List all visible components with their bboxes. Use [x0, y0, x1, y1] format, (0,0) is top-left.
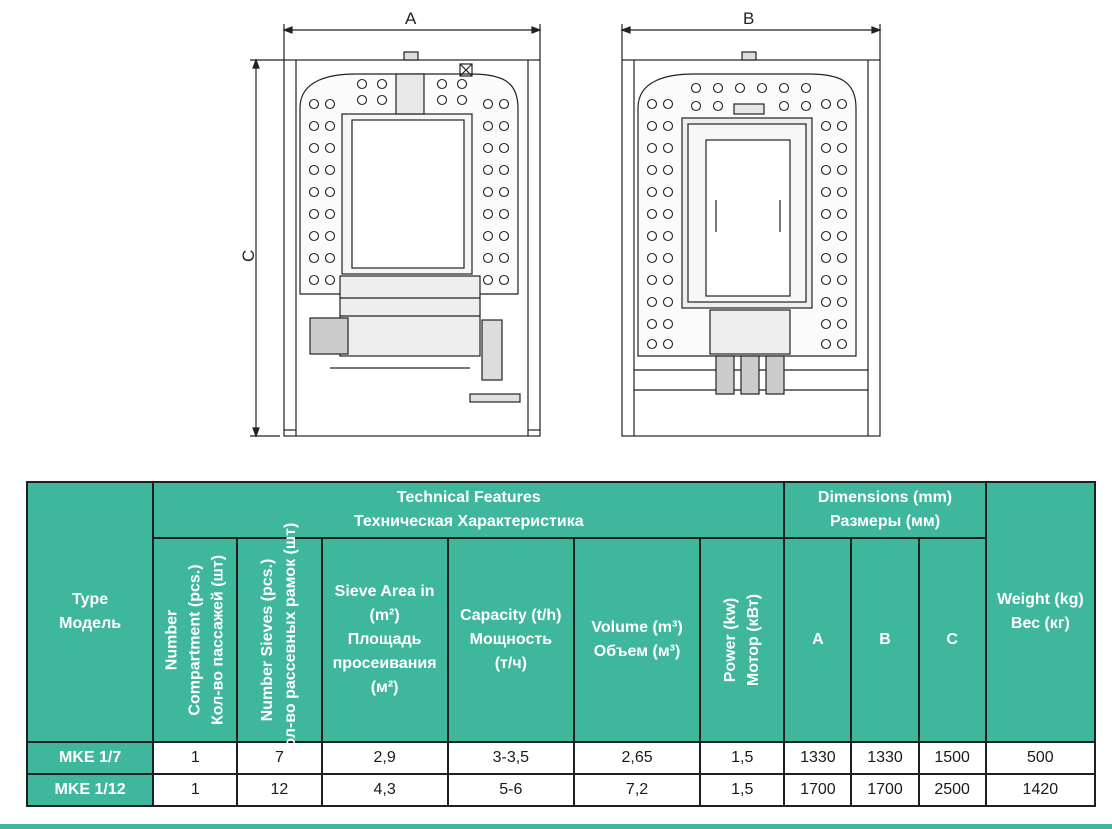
volume-cell: 7,2 [572, 773, 702, 807]
volume-header: Volume (m³) Объем (м³) [572, 537, 702, 743]
dimension-b-header: B [850, 537, 920, 743]
sieves-header: Number Sieves (pcs.) Кол-во рассевных ра… [236, 523, 323, 757]
compartment-cell: 1 [152, 773, 239, 807]
dimension-a-cell: 1700 [783, 773, 853, 807]
front-view [283, 51, 541, 437]
bottom-accent-bar [0, 824, 1112, 829]
model-cell: MKE 1/12 [25, 773, 155, 807]
dimension-a-cell: 1330 [783, 741, 853, 775]
technical-spec-table: Type Модель Technical Features Техническ… [25, 481, 1097, 807]
dimension-c-cell: 1500 [917, 741, 987, 775]
volume-cell: 2,65 [572, 741, 702, 775]
compartment-header: Number Compartment (pcs.) Кол-во пассаже… [152, 537, 239, 743]
dimension-a-header: A [783, 537, 853, 743]
area-cell: 4,3 [320, 773, 449, 807]
dimensions-header: Dimensions (mm) Размеры (мм) [783, 481, 987, 539]
weight-cell: 500 [984, 741, 1097, 775]
power-cell: 1,5 [699, 741, 786, 775]
power-header: Power (kw) Мотор (кВт) [699, 537, 786, 743]
technical-drawing: A B C [239, 9, 882, 438]
sieves-cell: 12 [236, 773, 323, 807]
table-row: MKE 1/7 1 7 2,9 3-3,5 2,65 1,5 1330 1330… [25, 741, 1097, 775]
capacity-cell: 3-3,5 [446, 741, 575, 775]
dimension-b-cell: 1330 [850, 741, 920, 775]
dimension-label-c: C [239, 250, 258, 262]
dimension-label-a: A [405, 9, 417, 28]
dimension-c-header: C [917, 537, 987, 743]
perforation-holes [308, 78, 848, 350]
area-cell: 2,9 [320, 741, 449, 775]
sieve-area-header: Sieve Area in (m²) Площадь просеивания (… [320, 537, 449, 743]
dimension-b-cell: 1700 [850, 773, 920, 807]
side-view [621, 51, 881, 437]
model-cell: MKE 1/7 [25, 741, 155, 775]
capacity-header: Capacity (t/h) Мощность (т/ч) [446, 537, 575, 743]
dimension-c-cell: 2500 [917, 773, 987, 807]
dimension-label-b: B [743, 9, 754, 28]
table-row: MKE 1/12 1 12 4,3 5-6 7,2 1,5 1700 1700 … [25, 773, 1097, 807]
power-cell: 1,5 [699, 773, 786, 807]
capacity-cell: 5-6 [446, 773, 575, 807]
weight-header: Weight (kg) Вес (кг) [984, 481, 1097, 743]
compartment-cell: 1 [152, 741, 239, 775]
type-header: Type Модель [25, 481, 155, 743]
sieves-cell: 7 [236, 741, 323, 775]
technical-features-header: Technical Features Техническая Характери… [152, 481, 786, 539]
weight-cell: 1420 [984, 773, 1097, 807]
